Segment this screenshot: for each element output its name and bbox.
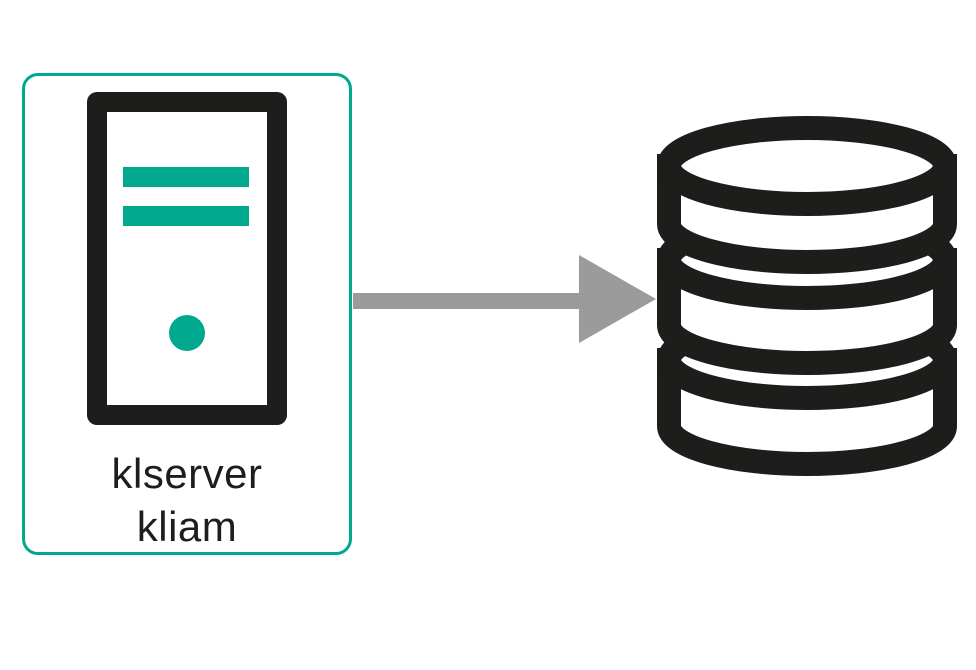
- node-label: klserver kliam: [25, 447, 349, 553]
- server-node-card: klserver kliam: [22, 73, 352, 555]
- arrow-shaft: [353, 293, 583, 309]
- database-disk-top: [657, 116, 957, 274]
- database-icon: [657, 116, 957, 476]
- node-label-line-2: kliam: [136, 503, 238, 550]
- server-slot-bar-icon: [123, 167, 249, 187]
- node-label-line-1: klserver: [111, 450, 263, 497]
- server-slot-bar-icon: [123, 206, 249, 226]
- arrow-right-icon: [353, 255, 656, 343]
- arrow-head: [579, 255, 656, 343]
- server-tower-icon: [87, 92, 287, 425]
- server-power-led-icon: [169, 315, 205, 351]
